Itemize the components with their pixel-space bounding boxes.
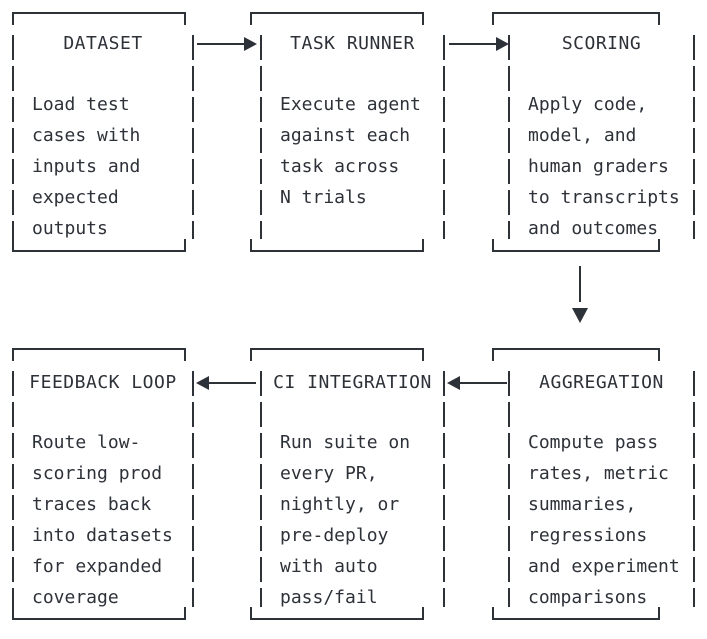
box-title: FEEDBACK LOOP: [29, 372, 177, 393]
box-border-bottom: [12, 607, 186, 620]
box-border-left: [12, 365, 14, 607]
box-task-runner: TASK RUNNER Execute agent against each t…: [250, 12, 445, 252]
arrow-scoring-to-aggregation-icon: [572, 266, 589, 323]
box-description: Run suite on every PR, nightly, or pre-d…: [280, 432, 411, 608]
arrow-line: [197, 43, 246, 45]
box-border-bottom: [12, 239, 186, 252]
box-border-right: [443, 29, 445, 239]
box-dataset: DATASET Load test cases with inputs and …: [12, 12, 194, 252]
arrow-dataset-to-task-runner-icon: [197, 37, 257, 51]
box-border-right: [443, 365, 445, 607]
arrow-line: [207, 382, 256, 384]
box-title: DATASET: [63, 33, 143, 54]
box-feedback-loop: FEEDBACK LOOP Route low- scoring prod tr…: [12, 348, 194, 620]
box-title: CI INTEGRATION: [273, 372, 432, 393]
arrow-head-icon: [572, 308, 588, 323]
box-border-right: [693, 29, 695, 239]
arrow-head-icon: [496, 37, 509, 51]
box-title: AGGREGATION: [539, 372, 664, 393]
box-aggregation: AGGREGATION Compute pass rates, metric s…: [492, 348, 695, 620]
box-description: Route low- scoring prod traces back into…: [32, 432, 173, 608]
box-border-top: [250, 348, 424, 361]
box-border-top: [250, 12, 424, 25]
box-border-bottom: [250, 607, 424, 620]
box-description: Apply code, model, and human graders to …: [528, 94, 680, 239]
box-ci-integration: CI INTEGRATION Run suite on every PR, ni…: [250, 348, 445, 620]
arrow-task-runner-to-scoring-icon: [449, 37, 509, 51]
arrow-head-icon: [196, 376, 209, 390]
box-border-right: [192, 29, 194, 239]
box-description: Load test cases with inputs and expected…: [32, 94, 141, 239]
box-scoring: SCORING Apply code, model, and human gra…: [492, 12, 695, 252]
box-border-left: [508, 29, 510, 239]
arrow-line: [579, 266, 581, 302]
box-border-left: [508, 365, 510, 607]
box-description: Execute agent against each task across N…: [280, 94, 421, 208]
box-border-right: [693, 365, 695, 607]
box-border-top: [12, 12, 186, 25]
box-border-left: [12, 29, 14, 239]
box-border-top: [12, 348, 186, 361]
box-border-bottom: [250, 239, 424, 252]
arrow-line: [449, 43, 498, 45]
box-border-top: [492, 348, 660, 361]
box-description: Compute pass rates, metric summaries, re…: [528, 432, 680, 608]
box-title: SCORING: [561, 33, 642, 54]
box-border-bottom: [492, 607, 660, 620]
arrow-ci-integration-to-feedback-loop-icon: [196, 376, 256, 390]
box-title: TASK RUNNER: [290, 33, 415, 54]
box-border-right: [192, 365, 194, 607]
box-border-bottom: [492, 239, 660, 252]
box-border-top: [492, 12, 660, 25]
arrow-head-icon: [447, 376, 460, 390]
arrow-aggregation-to-ci-integration-icon: [447, 376, 507, 390]
box-border-left: [260, 365, 262, 607]
arrow-head-icon: [244, 37, 257, 51]
arrow-line: [458, 382, 507, 384]
box-border-left: [260, 29, 262, 239]
